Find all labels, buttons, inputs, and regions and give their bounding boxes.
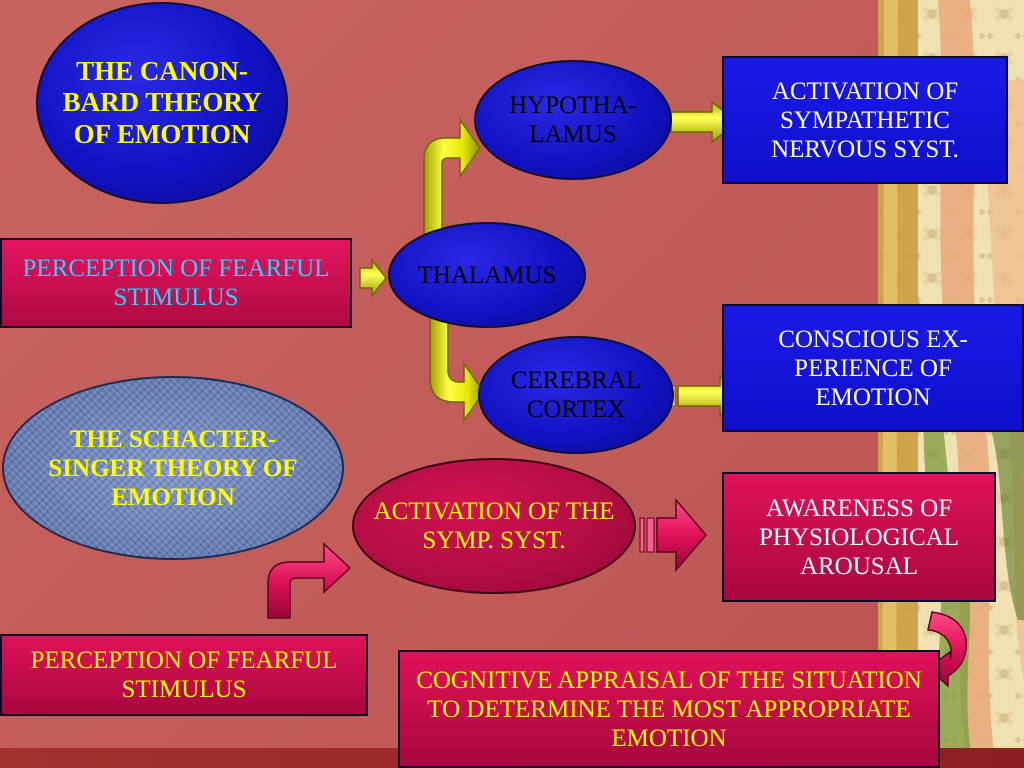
perception-box-bottom: PERCEPTION OF FEARFUL STIMULUS — [0, 634, 368, 716]
awareness-box: AWARENESS OF PHYSIOLOGICAL AROUSAL — [722, 472, 996, 602]
perception-box-top: PERCEPTION OF FEARFUL STIMULUS — [0, 238, 352, 328]
arrow-thalamus-to-hypothalamus — [423, 117, 481, 239]
cerebral-cortex-oval: CEREBRAL CORTEX — [478, 336, 674, 454]
hypothalamus-oval: HYPOTHA-LAMUS — [474, 60, 672, 180]
cognitive-appraisal-box: COGNITIVE APPRAISAL OF THE SITUATION TO … — [398, 650, 940, 768]
conscious-experience-label: CONSCIOUS EX-PERIENCE OF EMOTION — [778, 325, 968, 411]
awareness-label: AWARENESS OF PHYSIOLOGICAL AROUSAL — [759, 494, 959, 580]
perception-label-bottom: PERCEPTION OF FEARFUL STIMULUS — [30, 647, 338, 703]
thalamus-label: THALAMUS — [417, 261, 557, 289]
activation-sympathetic-label: ACTIVATION OF SYMPATHETIC NERVOUS SYST. — [771, 77, 959, 163]
arrow-perception-to-activation — [267, 542, 352, 619]
activation-symp-oval: ACTIVATION OF THE SYMP. SYST. — [352, 458, 636, 594]
canon-bard-title-oval: THE CANON-BARD THEORY OF EMOTION — [36, 2, 288, 204]
hypothalamus-label: HYPOTHA-LAMUS — [509, 92, 637, 148]
arrow-activation-to-awareness — [639, 497, 707, 573]
canon-bard-title: THE CANON-BARD THEORY OF EMOTION — [62, 56, 262, 149]
cognitive-appraisal-label: COGNITIVE APPRAISAL OF THE SITUATION TO … — [416, 666, 922, 752]
thalamus-oval: THALAMUS — [388, 222, 586, 328]
schacter-singer-title-oval: THE SCHACTER-SINGER THEORY OF EMOTION — [2, 376, 344, 560]
perception-label-top: PERCEPTION OF FEARFUL STIMULUS — [22, 255, 330, 311]
schacter-singer-title: THE SCHACTER-SINGER THEORY OF EMOTION — [48, 425, 298, 511]
activation-sympathetic-box: ACTIVATION OF SYMPATHETIC NERVOUS SYST. — [722, 56, 1008, 184]
arrow-perception-to-thalamus — [359, 257, 387, 299]
activation-symp-label: ACTIVATION OF THE SYMP. SYST. — [373, 498, 615, 554]
conscious-experience-box: CONSCIOUS EX-PERIENCE OF EMOTION — [722, 304, 1024, 432]
cerebral-cortex-label: CEREBRAL CORTEX — [510, 367, 642, 423]
arrow-thalamus-to-cortex — [429, 311, 485, 423]
